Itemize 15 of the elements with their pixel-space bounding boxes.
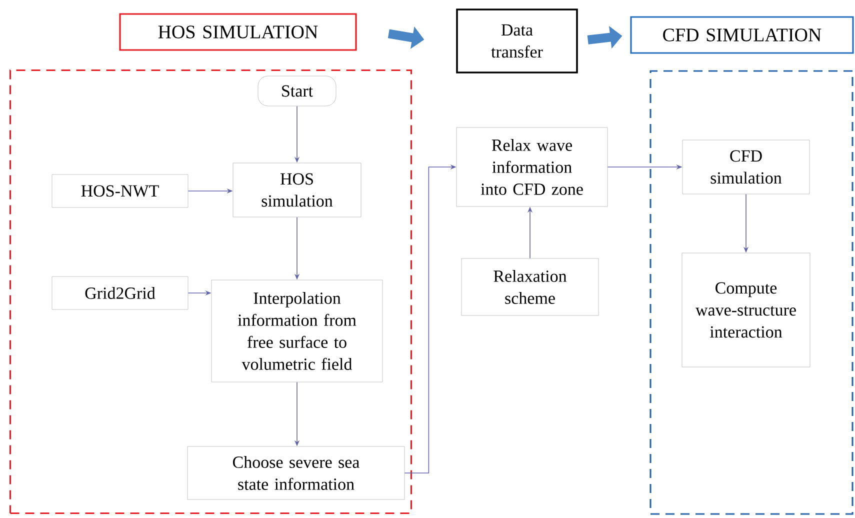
start-terminal: Start bbox=[258, 76, 336, 106]
process-box: Compute wave-structure interaction bbox=[682, 252, 810, 368]
input-box: HOS-NWT bbox=[52, 174, 188, 208]
process-box: Choose severe sea state information bbox=[187, 446, 405, 500]
dashed-region bbox=[9, 69, 412, 514]
title-box: Data transfer bbox=[456, 8, 578, 74]
process-box: Relax wave information into CFD zone bbox=[456, 127, 608, 207]
input-box: Grid2Grid bbox=[52, 276, 188, 310]
process-box: CFD simulation bbox=[682, 140, 810, 194]
title-box: CFD SIMULATION bbox=[630, 16, 854, 54]
title-box: HOS SIMULATION bbox=[119, 13, 357, 51]
process-box: Relaxation scheme bbox=[461, 258, 599, 316]
process-box: Interpolation information from free surface to volumetric field bbox=[211, 280, 383, 382]
dashed-region bbox=[650, 70, 854, 515]
process-box: HOS simulation bbox=[232, 162, 362, 218]
